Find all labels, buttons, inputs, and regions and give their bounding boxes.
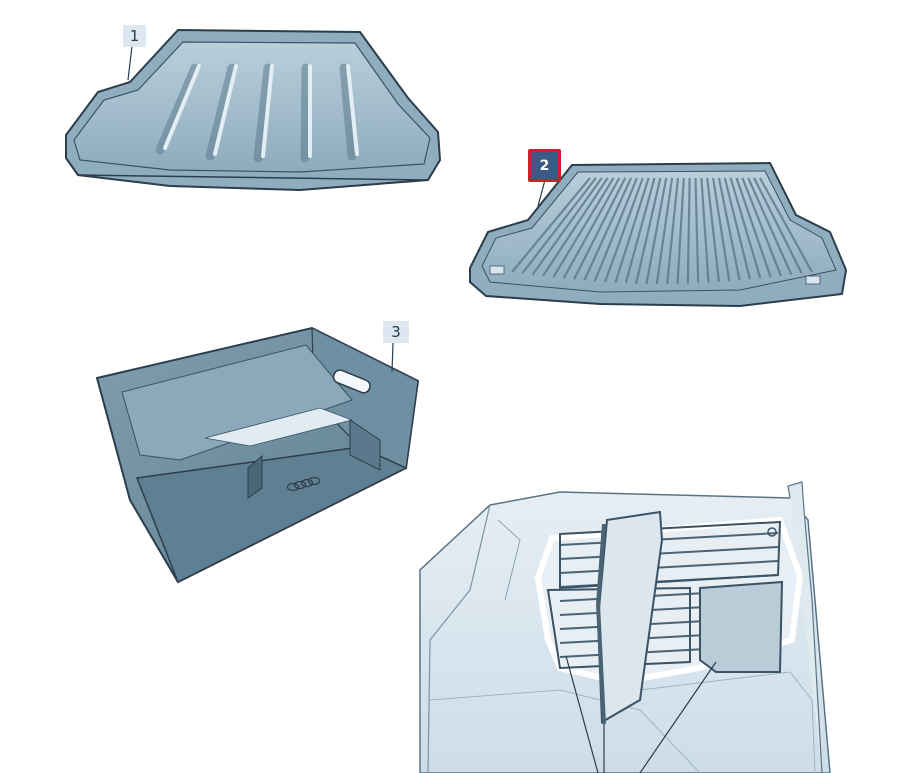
mat-rib — [511, 177, 591, 273]
part-4-luggage-compartment-grille[interactable] — [419, 481, 831, 773]
mat-rib — [635, 177, 662, 284]
mat-rib — [717, 177, 741, 281]
mat-rib — [583, 177, 633, 281]
mat-rib — [735, 177, 772, 278]
grille-bar — [559, 560, 779, 574]
mat-rib — [741, 177, 782, 277]
mat-rib — [729, 177, 762, 279]
mat-rib — [562, 177, 621, 279]
part-2-boot-mat[interactable] — [469, 161, 848, 308]
mat-rib — [694, 177, 700, 284]
callout-3[interactable]: 3 — [383, 321, 409, 343]
mat-rib — [753, 177, 803, 274]
mat-rib — [645, 177, 668, 285]
mat-rib — [614, 177, 650, 283]
mat-rib — [686, 177, 691, 284]
mat-rib — [700, 177, 710, 283]
mat-rib — [723, 177, 751, 280]
mat-rib — [573, 177, 627, 280]
mat-rib — [552, 177, 615, 278]
mat-rib — [712, 177, 731, 282]
part-1-boot-tray[interactable] — [65, 28, 442, 192]
mat-rib — [593, 177, 638, 282]
audi-rings-logo — [286, 476, 321, 492]
mat-rib — [655, 177, 674, 285]
mat-rib — [604, 177, 644, 283]
mat-ribs — [511, 177, 813, 285]
mat-rib — [706, 177, 720, 283]
callout-1[interactable]: 1 — [123, 25, 146, 47]
mat-rib — [531, 177, 603, 276]
mat-rib — [759, 177, 813, 273]
mat-rib — [521, 177, 597, 274]
callout-2-selected[interactable]: 2 — [528, 149, 561, 182]
mat-rib — [666, 177, 680, 285]
grille-bar — [559, 532, 779, 546]
mat-rib — [542, 177, 609, 277]
part-3-storage-box[interactable] — [95, 326, 420, 584]
grille-bar — [559, 546, 779, 560]
mat-rib — [747, 177, 793, 276]
mat-rib — [676, 177, 685, 284]
mat-rib — [624, 177, 656, 284]
